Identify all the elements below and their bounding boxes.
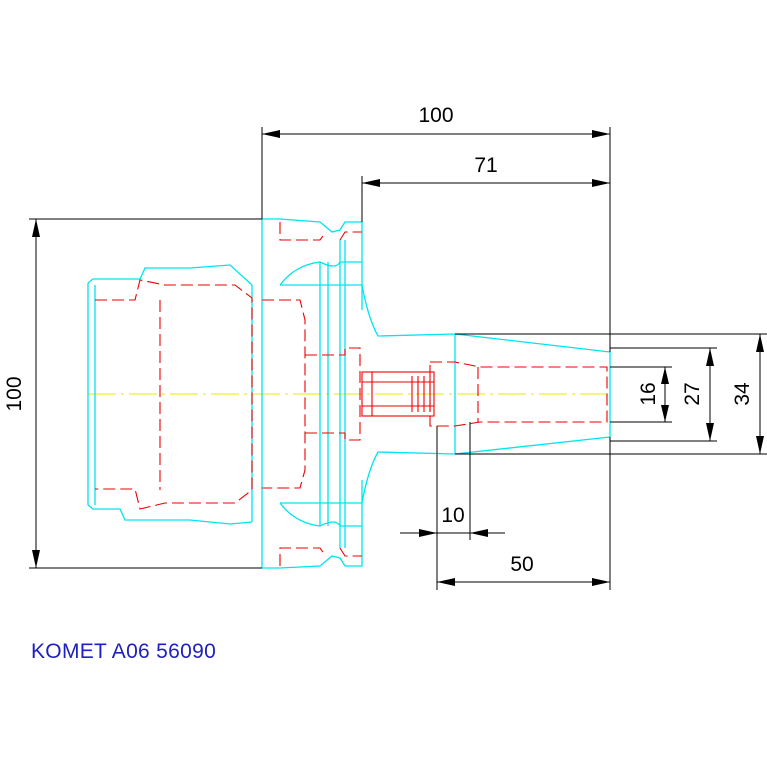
dim-overall-length: 100 bbox=[418, 104, 453, 127]
dimension-lines bbox=[29, 127, 767, 590]
dim-bore-depth: 50 bbox=[510, 553, 533, 576]
dim-offset: 10 bbox=[441, 504, 464, 527]
dim-inner-diameter: 27 bbox=[681, 382, 704, 405]
tool-holder-outline bbox=[87, 218, 611, 569]
dim-outer-diameter: 34 bbox=[731, 382, 754, 406]
dim-flange-diameter: 100 bbox=[3, 376, 26, 411]
part-number-caption: KOMET A06 56090 bbox=[31, 640, 217, 663]
dim-shank-length: 71 bbox=[474, 154, 497, 177]
dim-bore-diameter: 16 bbox=[637, 382, 660, 405]
hidden-lines bbox=[95, 222, 608, 566]
